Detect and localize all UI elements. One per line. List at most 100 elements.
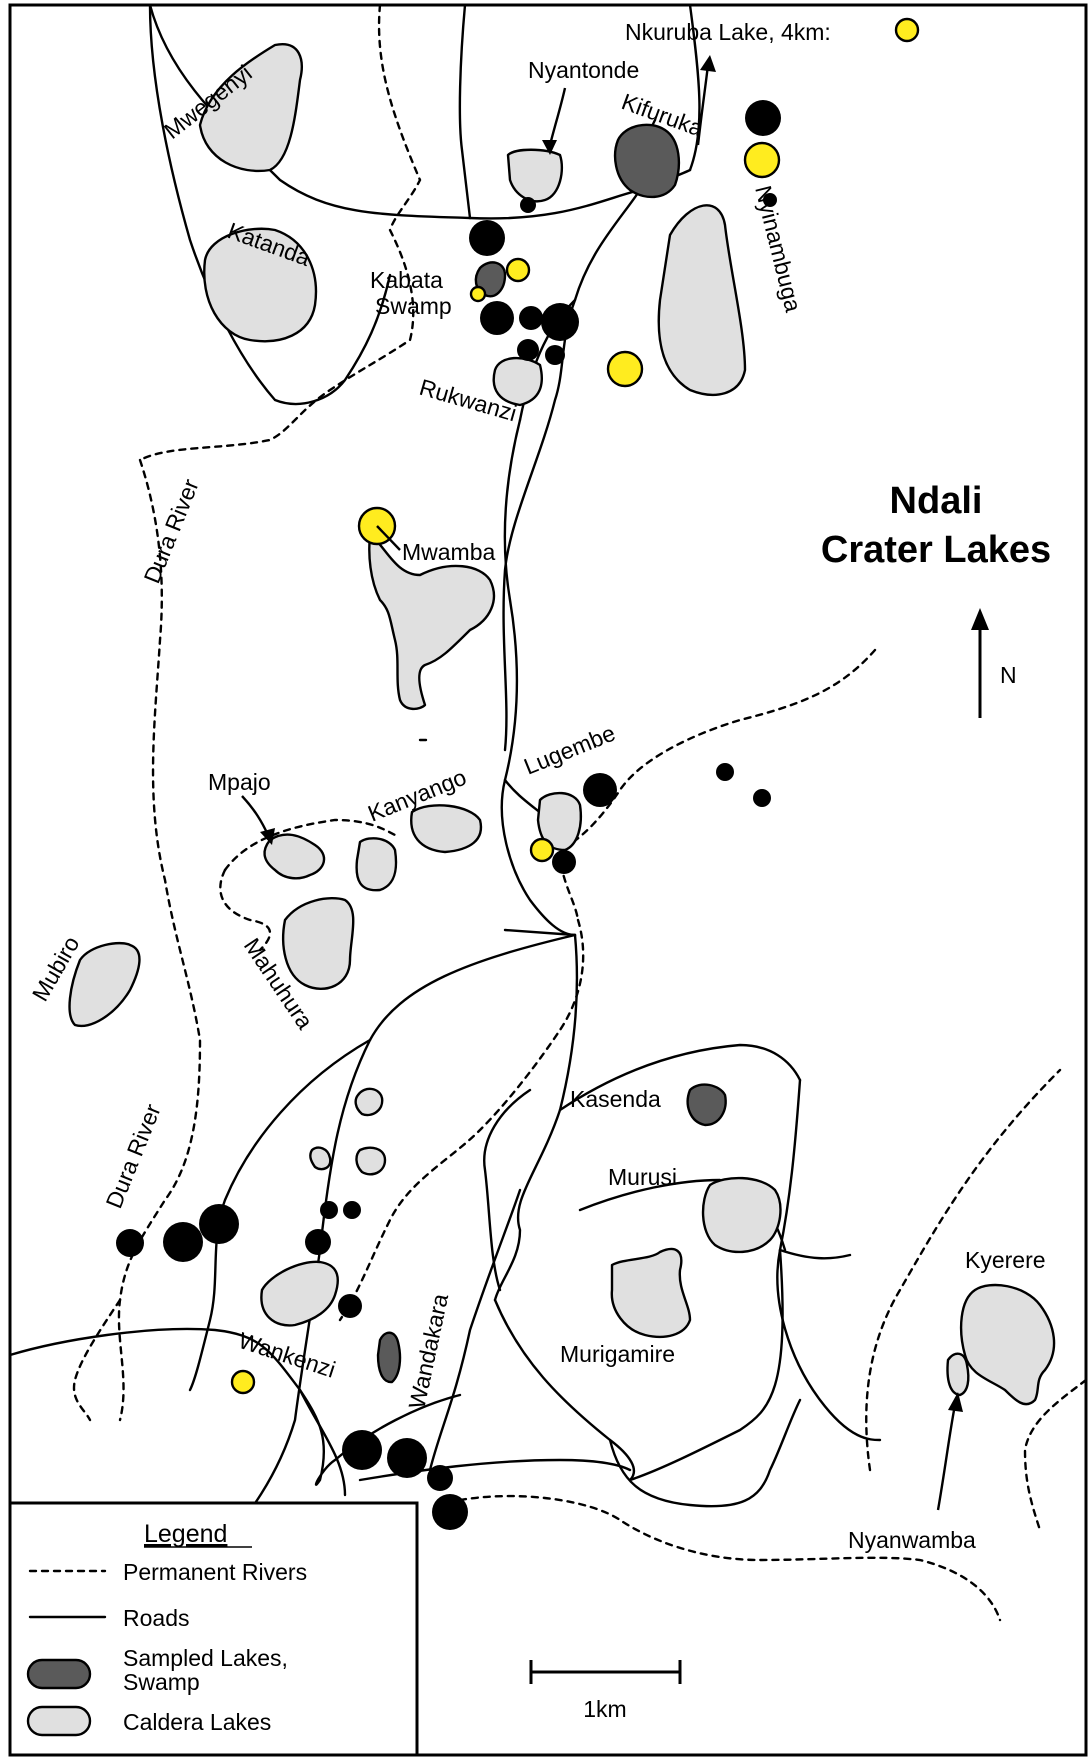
labels: Mwegenyi Katanda Nyantonde Kifuruka Nkur… xyxy=(27,19,1046,1553)
road-murigamire-south xyxy=(608,1398,802,1508)
yellow-points xyxy=(230,17,920,1395)
road-kasenda-east xyxy=(776,1078,882,1442)
sampled-lake-kifuruka xyxy=(614,123,681,199)
black-point xyxy=(343,1201,361,1219)
black-point xyxy=(545,345,565,365)
arrow-mpajo xyxy=(241,795,270,836)
arrow-nkuruba-head xyxy=(700,55,716,72)
legend-roads-label: Roads xyxy=(123,1605,189,1631)
road-wandakara xyxy=(428,1188,522,1472)
lake-small-1 xyxy=(354,1087,384,1117)
river-south xyxy=(458,1494,1002,1622)
black-point xyxy=(480,301,514,335)
scale-bar: 1km xyxy=(529,1660,682,1722)
river-east xyxy=(558,648,877,922)
black-point xyxy=(338,1294,362,1318)
black-point xyxy=(199,1204,239,1244)
lake-mwamba xyxy=(368,533,496,711)
road-northeast xyxy=(688,3,701,172)
road-main-north xyxy=(502,188,642,752)
black-points xyxy=(116,100,781,1530)
black-point xyxy=(432,1494,468,1530)
lake-nyantonde xyxy=(506,148,564,203)
lake-mwegenyi xyxy=(198,43,303,173)
black-point xyxy=(583,773,617,807)
sampled-lake-kasenda xyxy=(686,1083,727,1127)
label-murigamire: Murigamire xyxy=(560,1341,675,1367)
lake-murigamire xyxy=(610,1247,692,1339)
map-title: Ndali Crater Lakes xyxy=(821,480,1051,571)
road-wankenzi-south xyxy=(298,1388,347,1497)
road-central-south xyxy=(493,933,579,1302)
label-kyerere: Kyerere xyxy=(965,1247,1046,1273)
lake-nyanwamba xyxy=(946,1352,970,1397)
lake-wankenzi xyxy=(260,1260,339,1327)
lake-kyerere xyxy=(959,1283,1056,1406)
black-point xyxy=(387,1438,427,1478)
lake-small-2 xyxy=(309,1146,332,1171)
black-point xyxy=(517,339,539,361)
arrow-mwamba xyxy=(376,525,401,551)
label-lugembe: Lugembe xyxy=(520,720,619,780)
title-line-1: Ndali xyxy=(890,480,983,522)
black-point xyxy=(520,197,536,213)
lake-katanda xyxy=(203,227,318,343)
road-north-west-loop xyxy=(148,3,472,220)
yellow-point xyxy=(743,141,781,179)
title-line-2: Crater Lakes xyxy=(821,529,1051,571)
arrow-nyanwamba-head xyxy=(948,1392,963,1412)
legend-title: Legend xyxy=(144,1520,227,1548)
lake-small-3 xyxy=(355,1146,387,1176)
road-kasenda-loop xyxy=(558,1043,802,1112)
legend-sampled-label-1: Sampled Lakes, xyxy=(123,1645,288,1671)
legend-caldera-label: Caldera Lakes xyxy=(123,1709,271,1735)
scale-bar-label: 1km xyxy=(583,1696,626,1722)
black-point xyxy=(745,100,781,136)
label-nyanwamba: Nyanwamba xyxy=(848,1527,976,1553)
river-east-south xyxy=(865,1068,1062,1472)
leader-arrows xyxy=(241,55,963,1511)
black-point xyxy=(753,789,771,807)
yellow-point xyxy=(469,285,487,303)
north-arrow-label: N xyxy=(1000,662,1017,688)
legend: Legend Permanent Rivers Roads Sampled La… xyxy=(8,1501,419,1757)
road-lugembe-south xyxy=(503,928,577,937)
black-point xyxy=(427,1465,453,1491)
river-dura-branch xyxy=(72,1298,122,1422)
yellow-point xyxy=(529,837,555,863)
black-point xyxy=(320,1201,338,1219)
road-nyantonde-loop xyxy=(458,3,472,220)
map-frame xyxy=(8,3,1088,1757)
river-far-east xyxy=(1023,1378,1088,1532)
label-nyinambuga: Nyinambuga xyxy=(750,183,807,315)
black-point xyxy=(469,220,505,256)
rivers xyxy=(72,3,1088,1622)
river-north-west xyxy=(138,3,422,462)
lake-mubiro xyxy=(68,941,141,1028)
legend-sampled-label-2: Swamp xyxy=(123,1669,200,1695)
arrow-nyantonde-head xyxy=(542,140,557,155)
black-point xyxy=(552,850,576,874)
north-arrow: N xyxy=(971,608,1017,718)
black-point xyxy=(716,763,734,781)
caldera-lakes xyxy=(68,43,1056,1406)
river-dura xyxy=(117,458,202,1422)
arrow-nyantonde xyxy=(548,87,567,146)
arrow-mpajo-head xyxy=(260,828,275,845)
lake-kanyango xyxy=(355,837,398,892)
label-nyantonde: Nyantonde xyxy=(528,57,639,83)
label-kasenda: Kasenda xyxy=(570,1086,661,1112)
legend-sampled-swatch xyxy=(26,1658,92,1690)
road-lugembe-west xyxy=(500,418,577,937)
label-swamp: Swamp xyxy=(375,293,452,319)
river-mpajo-loop xyxy=(223,818,397,872)
lake-mpajo xyxy=(263,833,326,880)
lake-mahuhura xyxy=(282,897,355,990)
river-central-south xyxy=(338,918,585,1322)
lake-kanyango-2 xyxy=(410,804,483,854)
road-west-lobe xyxy=(148,3,392,406)
yellow-point xyxy=(606,350,644,388)
label-wandakara: Wandakara xyxy=(403,1291,453,1411)
